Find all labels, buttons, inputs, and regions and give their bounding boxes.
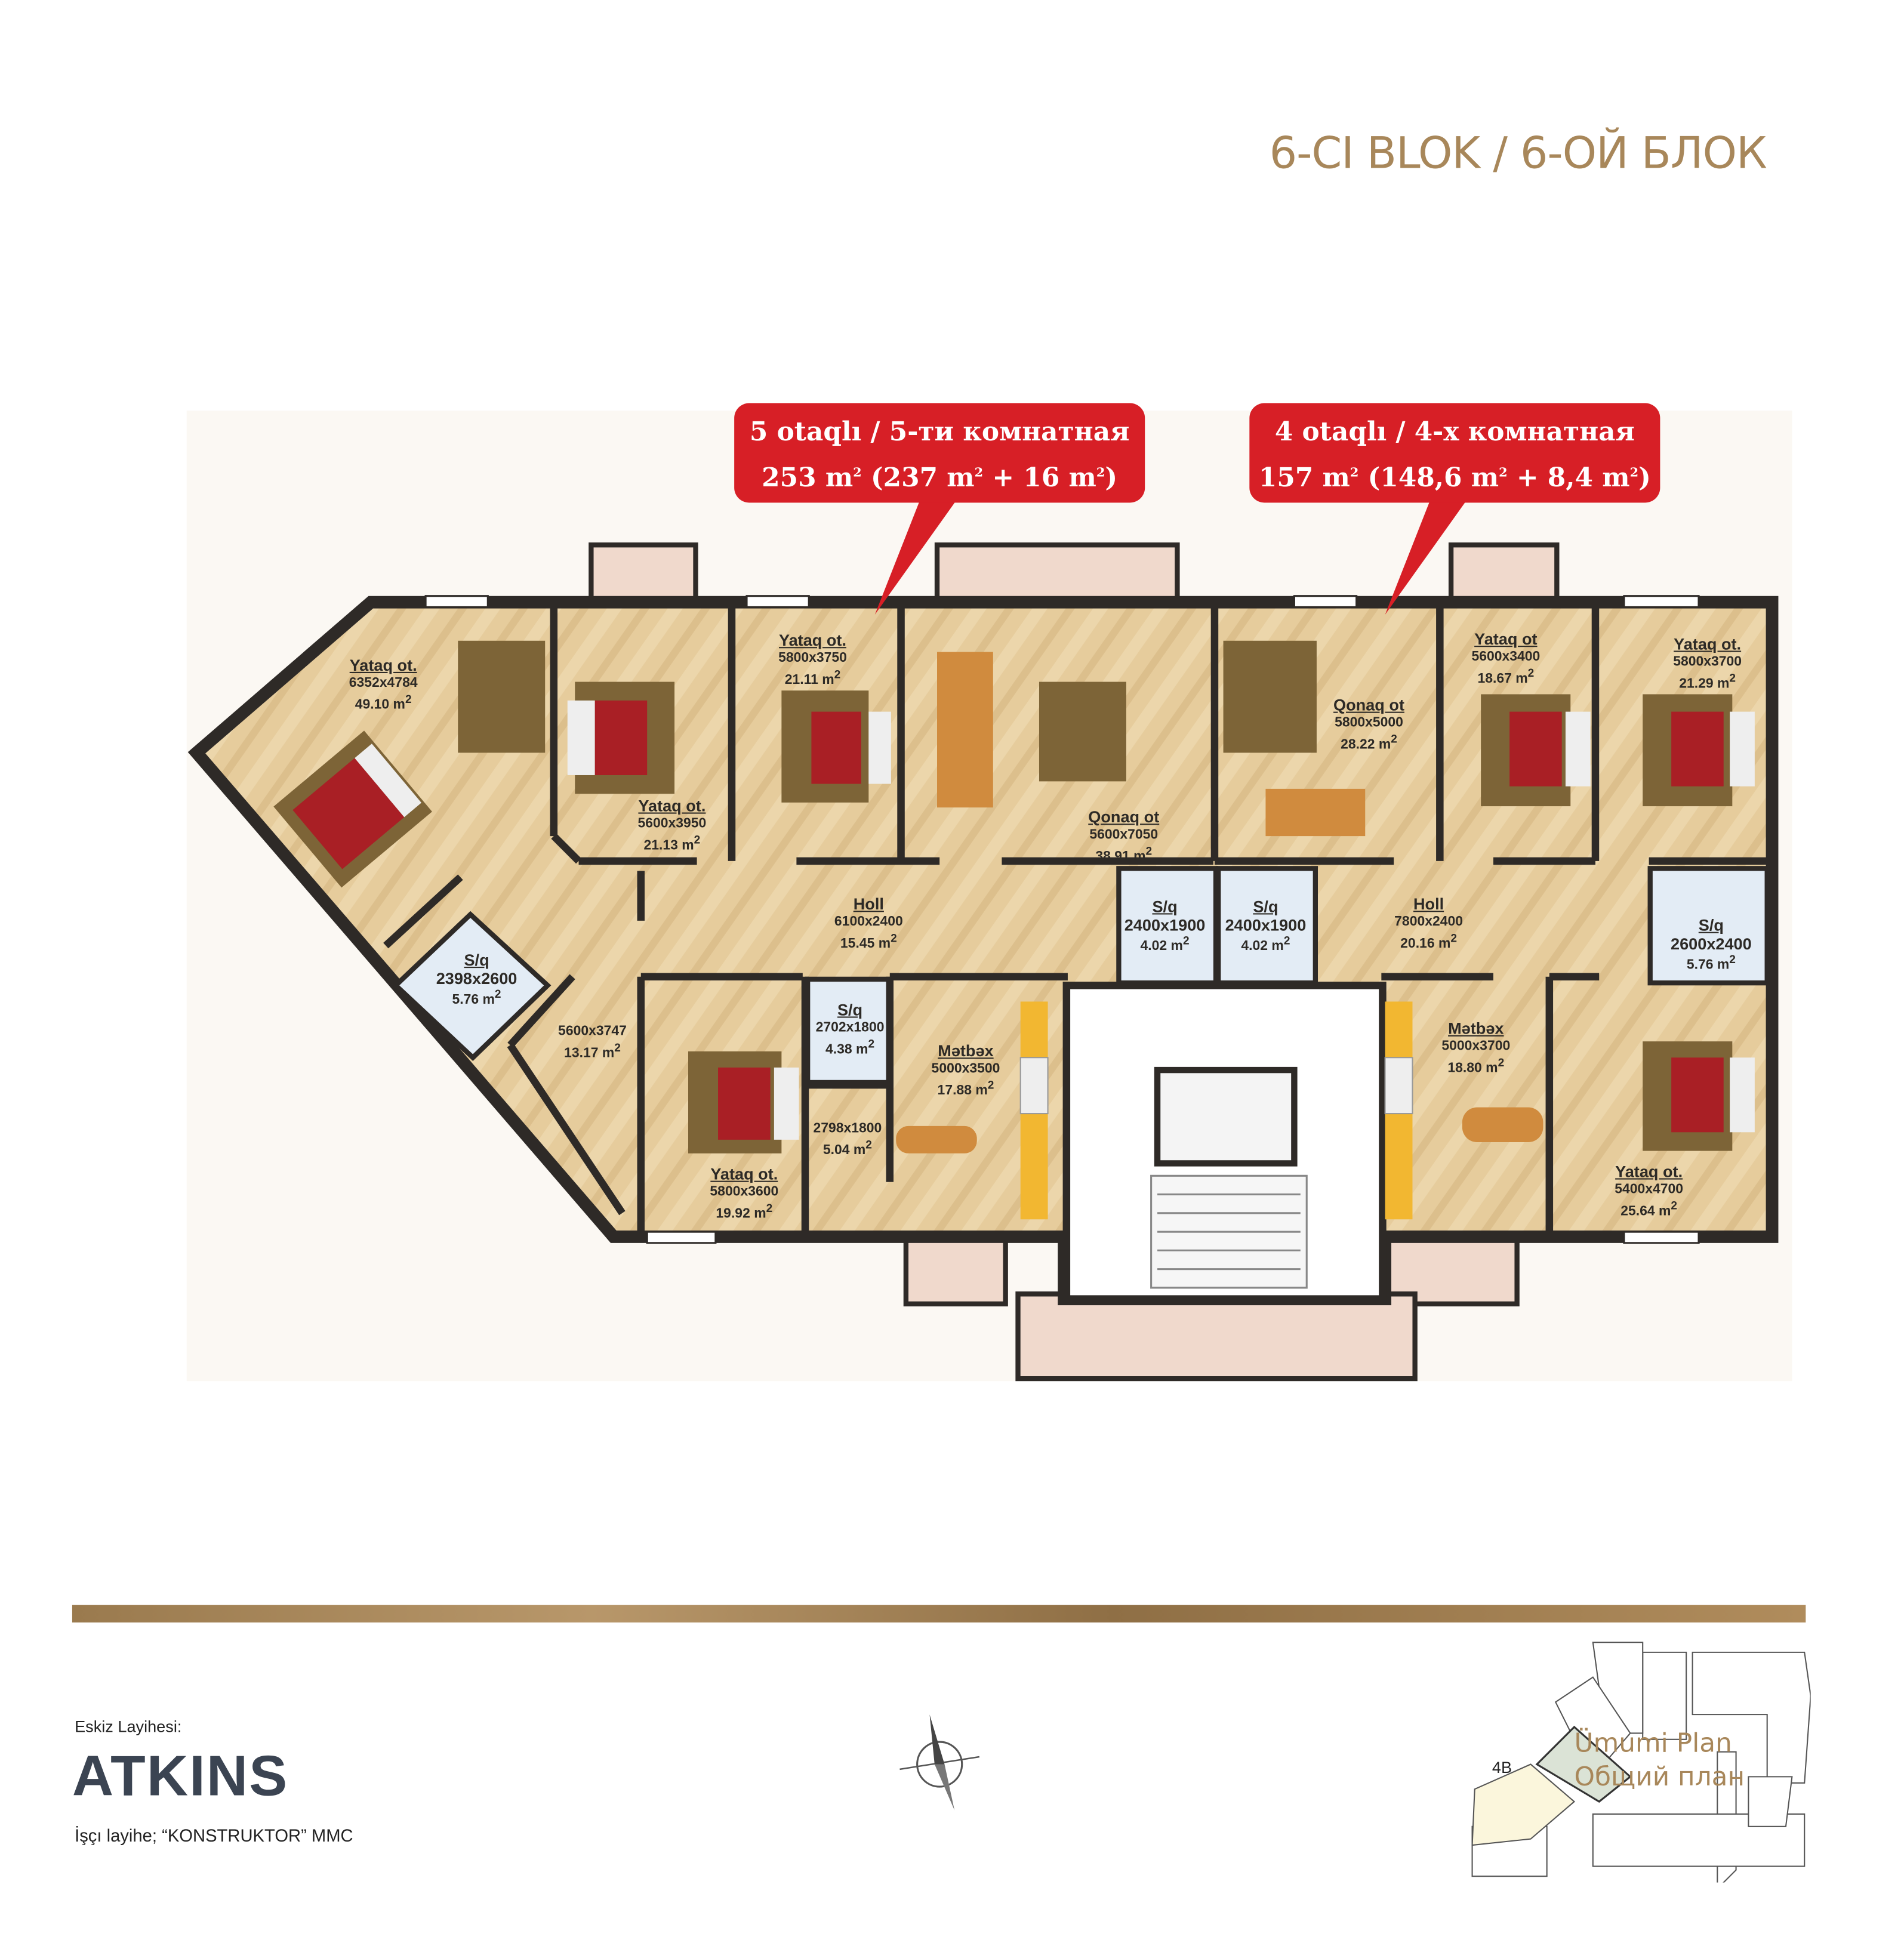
callout-area: 253 m2 (237 m2 + 16 m2) xyxy=(762,461,1118,493)
site-block-highlight xyxy=(1535,1725,1632,1803)
beds xyxy=(273,681,1755,1153)
dining-table xyxy=(1265,788,1366,837)
bed xyxy=(273,730,432,888)
bed xyxy=(781,690,891,803)
floor-plan-drawing xyxy=(186,411,1792,1381)
callout-pointer xyxy=(874,498,959,615)
callout-title: 5 otaqlı / 5-ти комнатная xyxy=(749,415,1130,447)
site-block-4b xyxy=(1471,1763,1576,1846)
working-project-label: İşçı layihe; “KONSTRUKTOR” MMC xyxy=(75,1825,353,1846)
bed xyxy=(1643,1041,1755,1151)
stairs xyxy=(1150,1174,1308,1289)
site-plan-title-ru: Общий план xyxy=(1574,1762,1745,1792)
bed xyxy=(688,1051,799,1153)
site-block-label: 4B xyxy=(1492,1758,1512,1777)
elevator xyxy=(1154,1066,1298,1167)
site-plan-title-az: Ümumi Plan xyxy=(1574,1728,1732,1759)
page-title: 6-CI BLOK / 6-ОЙ БЛОК xyxy=(1269,129,1767,180)
callout-title: 4 otaqlı / 4-х комнатная xyxy=(1274,415,1635,447)
site-plan-title: Ümumi Plan Общий план xyxy=(1575,1727,1745,1794)
apartment-5-room-callout: 5 otaqlı / 5-ти комнатная 253 m2 (237 m2… xyxy=(734,403,1145,503)
callout-area: 157 m2 (148,6 m2 + 8,4 m2) xyxy=(1258,461,1651,493)
gold-divider xyxy=(72,1605,1806,1623)
atkins-logo: ATKINS xyxy=(72,1743,289,1808)
sofa-set xyxy=(458,640,546,753)
dining-table xyxy=(937,652,993,808)
bed xyxy=(567,681,675,794)
bathrooms xyxy=(392,866,1770,1085)
kitchen-counters xyxy=(896,1001,1543,1220)
bed xyxy=(1481,694,1591,807)
bed xyxy=(1643,694,1755,807)
sketch-project-label: Eskiz Layihesi: xyxy=(75,1717,182,1736)
interior-walls xyxy=(383,607,1767,1232)
compass-icon xyxy=(899,1714,980,1811)
balcony xyxy=(1015,1291,1418,1381)
windows xyxy=(424,595,1700,1244)
sofa-set xyxy=(1039,681,1126,782)
living-furniture xyxy=(458,640,1366,837)
apartment-4-room-callout: 4 otaqlı / 4-х комнатная 157 m2 (148,6 m… xyxy=(1249,403,1660,503)
site-plan-map xyxy=(1471,1642,1811,1883)
callout-pointer xyxy=(1385,498,1469,615)
sofa-set xyxy=(1223,640,1317,753)
